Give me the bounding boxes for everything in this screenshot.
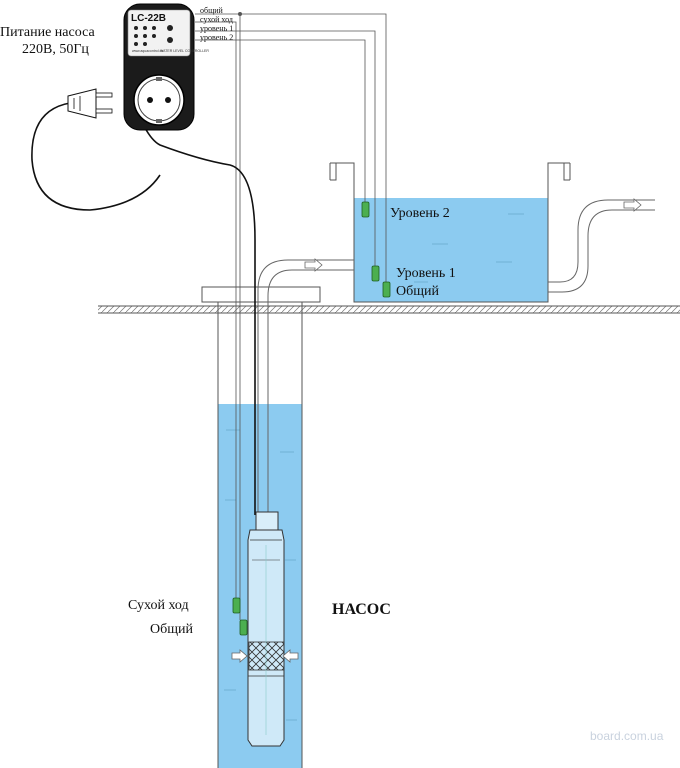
- well-label-dry-run: Сухой ход: [128, 598, 189, 613]
- wire-labels: общий сухой ход уровень 1 уровень 2: [200, 6, 233, 42]
- intake-arrow-right: [282, 649, 299, 663]
- well-sensors: [232, 597, 248, 636]
- inlet-pipe: [257, 259, 354, 520]
- wire-label-level-1: уровень 1: [200, 24, 233, 33]
- sensor-dry-run: [232, 597, 241, 614]
- tank-label-level2: Уровень 2: [390, 206, 450, 221]
- submersible-pump: [247, 511, 285, 747]
- tank-sensors: [361, 201, 391, 298]
- watermark: board.com.ua: [590, 729, 664, 743]
- tank-water-ripples: [414, 213, 524, 283]
- device-socket: [133, 74, 185, 126]
- plug-cord: [31, 102, 161, 211]
- tank-walls: [329, 162, 571, 303]
- level-controller-device: LC-22B www.aquacontrol.ru WATER LEVEL CO…: [123, 3, 209, 131]
- device-panel-text-1: www.aquacontrol.ru: [132, 49, 163, 53]
- sensor-well-common: [239, 619, 248, 636]
- wire-label-level-2: уровень 2: [200, 33, 233, 42]
- outlet-pipe: [548, 199, 655, 293]
- device-model: LC-22B: [131, 13, 166, 24]
- sensor-level-2: [361, 201, 370, 218]
- power-label-line1: Питание насоса: [0, 25, 95, 40]
- wire-junction: [238, 12, 242, 16]
- sensor-level-1: [371, 265, 380, 282]
- power-cable: [139, 117, 256, 515]
- intake-arrow-left: [231, 649, 248, 663]
- well-label-common: Общий: [150, 622, 194, 637]
- inlet-arrow: [304, 258, 323, 272]
- device-panel-text-2: WATER LEVEL CONTROLLER: [160, 49, 209, 53]
- wire-label-dry-run: сухой ход: [200, 15, 233, 24]
- ground: [98, 305, 680, 314]
- power-label-line2: 220В, 50Гц: [22, 42, 89, 57]
- tank-label-level1: Уровень 1: [396, 266, 456, 281]
- device-indicators: [134, 25, 173, 46]
- outlet-arrow: [623, 198, 642, 212]
- wire-label-common: общий: [200, 6, 224, 15]
- power-plug: [67, 88, 113, 119]
- well-water-ripples: [224, 429, 297, 721]
- sensor-tank-common: [382, 281, 391, 298]
- pump-label: НАСОС: [332, 601, 391, 618]
- well-casing: [201, 286, 321, 768]
- pump-intake-mesh: [248, 641, 285, 671]
- tank-label-common: Общий: [396, 284, 440, 299]
